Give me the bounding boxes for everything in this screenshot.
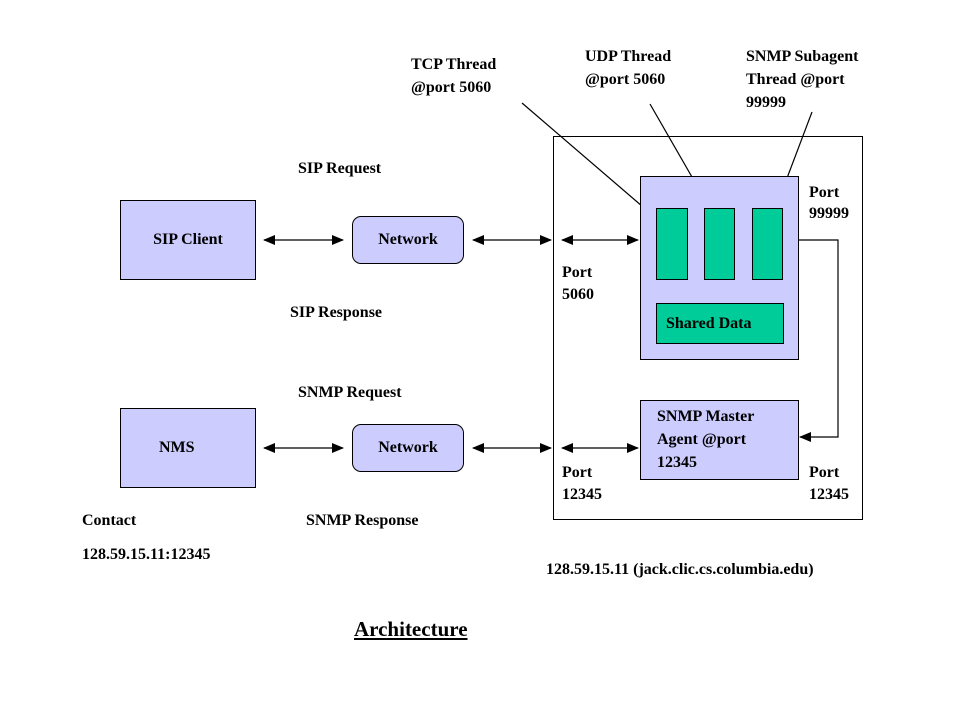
shared-data-label: Shared Data xyxy=(666,314,752,332)
host-address: 128.59.15.11 (jack.clic.cs.columbia.edu) xyxy=(546,561,814,578)
sip-network-label: Network xyxy=(378,231,438,248)
subagent-master-loop xyxy=(786,235,839,442)
subagent-thread-label-3: 99999 xyxy=(746,94,786,111)
sip-client-box: SIP Client xyxy=(120,200,256,280)
tcp-thread-label-2: @port 5060 xyxy=(411,79,492,96)
udp-thread-label-1: UDP Thread xyxy=(585,48,672,65)
snmp-response-label: SNMP Response xyxy=(306,512,419,529)
port-5060-label-2: 5060 xyxy=(562,286,594,303)
snmp-subagent-thread-box xyxy=(752,208,783,280)
udp-thread-label-2: @port 5060 xyxy=(585,71,666,88)
server-host-box xyxy=(553,136,863,520)
tcp-thread-label-1: TCP Thread xyxy=(411,56,497,73)
sip-network-box: Network xyxy=(352,216,464,264)
shared-data-box: Shared Data xyxy=(656,303,784,344)
sip-response-label: SIP Response xyxy=(290,304,383,321)
snmp-request-label: SNMP Request xyxy=(298,384,402,401)
snmp-master-line-2: Agent @port xyxy=(657,431,747,448)
sip-request-label: SIP Request xyxy=(298,160,382,177)
tcp-thread-box xyxy=(656,208,688,280)
port-99999-label-2: 99999 xyxy=(809,205,849,222)
sip-client-label: SIP Client xyxy=(153,231,223,248)
udp-thread-box xyxy=(704,208,735,280)
nms-label: NMS xyxy=(159,439,195,456)
port-12345-right-label-1: Port xyxy=(809,464,840,481)
port-12345-left-label-2: 12345 xyxy=(562,486,602,503)
port-12345-right-label-2: 12345 xyxy=(809,486,849,503)
contact-address: 128.59.15.11:12345 xyxy=(82,546,211,563)
port-5060-label-1: Port xyxy=(562,264,593,281)
subagent-thread-label-2: Thread @port xyxy=(746,71,845,88)
nms-box: NMS xyxy=(120,408,256,488)
port-12345-left-label-1: Port xyxy=(562,464,593,481)
snmp-master-agent-box: SNMP Master Agent @port 12345 xyxy=(640,400,799,480)
snmp-network-label: Network xyxy=(378,439,438,456)
port-99999-label-1: Port xyxy=(809,184,840,201)
snmp-master-line-3: 12345 xyxy=(657,454,697,471)
diagram-title: Architecture xyxy=(354,617,468,641)
subagent-thread-label-1: SNMP Subagent xyxy=(746,48,859,65)
snmp-network-box: Network xyxy=(352,424,464,472)
contact-label: Contact xyxy=(82,512,137,529)
snmp-master-line-1: SNMP Master xyxy=(657,408,755,425)
